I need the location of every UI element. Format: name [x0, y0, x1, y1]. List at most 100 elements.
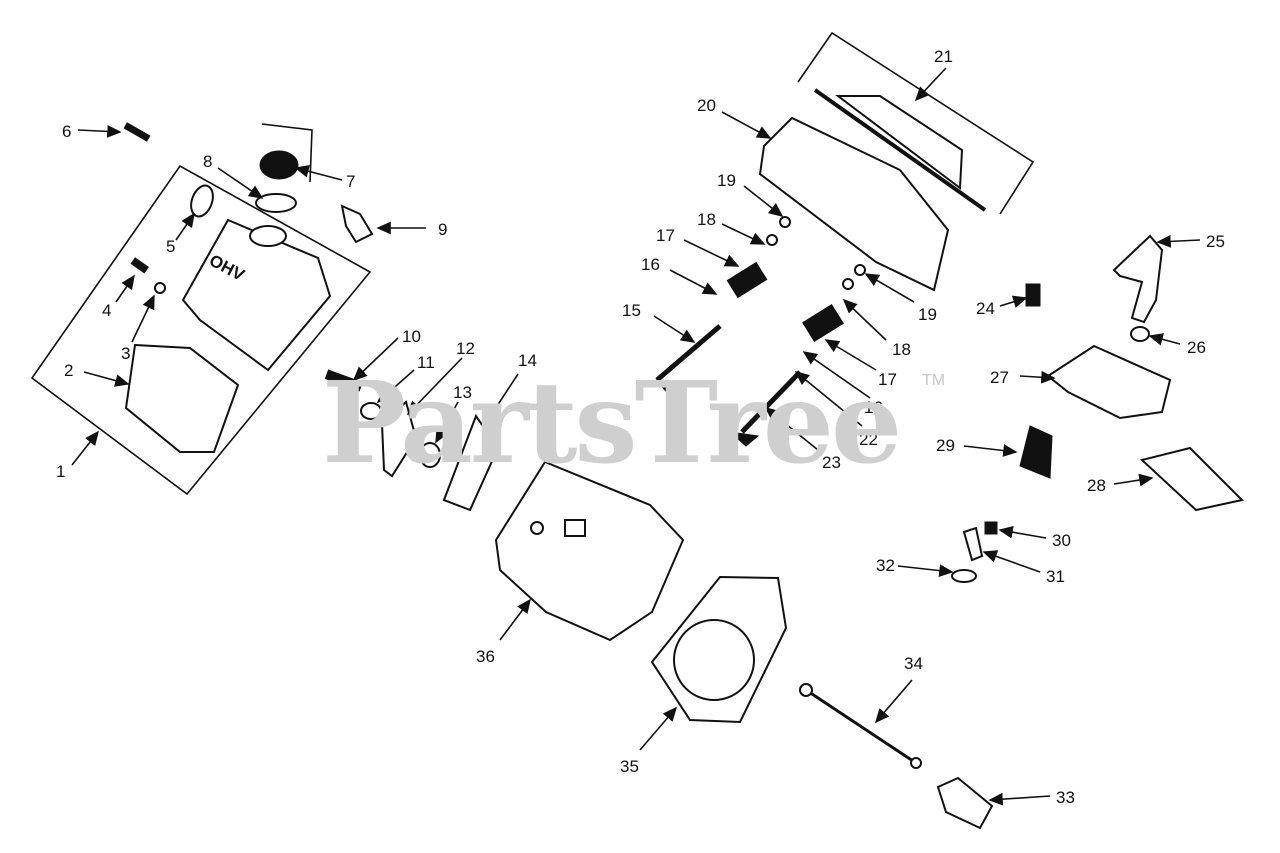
leader-18b [842, 298, 887, 341]
cover-filler-neck-part [249, 225, 287, 247]
intake-valve-head-part [655, 379, 686, 399]
leader-36 [499, 598, 531, 641]
breather-hose-part [1112, 234, 1164, 324]
cylinder-head-part [494, 460, 685, 642]
callout-20: 20 [697, 96, 716, 115]
breather-cover-part [1046, 344, 1172, 420]
leader-17a [683, 239, 740, 267]
callout-26: 26 [1187, 338, 1206, 357]
callout-11: 11 [417, 353, 435, 372]
callout-30: 30 [1052, 531, 1071, 550]
leader-16b [802, 351, 871, 399]
leader-16a [669, 269, 718, 295]
callout-34: 34 [904, 654, 923, 673]
callout-5: 5 [166, 237, 175, 256]
push-rod-end-part [799, 683, 813, 697]
leader-34 [874, 679, 913, 724]
push-rod-tip-part [910, 757, 922, 769]
top-screw-part [123, 122, 151, 142]
callout-25: 25 [1206, 232, 1225, 251]
callout-8: 8 [203, 152, 212, 171]
leader-8 [217, 167, 264, 199]
exhaust-valve-head-part [728, 431, 760, 447]
callout-18b: 18 [892, 340, 911, 359]
leader-28 [1113, 473, 1154, 487]
rocker-pivot-part [360, 402, 382, 420]
callout-17a: 17 [656, 226, 675, 245]
callout-13: 13 [453, 383, 472, 402]
tab-washer-part [951, 569, 977, 583]
callout-22: 22 [859, 430, 878, 449]
intake-valve-stem-part [655, 324, 722, 382]
breather-filter-part [1019, 425, 1053, 479]
callout-9: 9 [438, 220, 447, 239]
leader-33 [988, 792, 1051, 806]
leader-7 [294, 165, 343, 181]
leader-21 [914, 67, 947, 102]
rocker-bolt-part [324, 369, 363, 392]
leader-23 [764, 406, 819, 451]
callout-21: 21 [934, 47, 953, 66]
breather-fitting-part [1025, 283, 1041, 307]
head-port-part [564, 519, 586, 537]
callout-10: 10 [402, 327, 421, 346]
callout-32: 32 [876, 556, 895, 575]
callout-33: 33 [1056, 788, 1075, 807]
leader-2 [83, 371, 130, 387]
cover-screw-part [130, 257, 149, 274]
intake-retainer-part [766, 234, 778, 246]
leader-4 [115, 274, 135, 303]
callout-19a: 19 [717, 171, 736, 190]
leader-10 [352, 337, 399, 382]
head-cover-top-part [835, 95, 964, 190]
leader-24 [999, 295, 1028, 308]
rocker-washer-part [419, 442, 441, 468]
leader-27 [1019, 370, 1056, 384]
leader-3 [131, 294, 155, 343]
valve-cover-gasket-part [124, 343, 240, 453]
head-cover-frame [797, 31, 1035, 215]
callout-15: 15 [622, 301, 641, 320]
leader-17b [824, 339, 877, 371]
cap-seal-part [255, 193, 297, 213]
leader-14 [483, 373, 519, 428]
leader-11 [376, 369, 415, 404]
callout-16b: 16 [864, 398, 883, 417]
leader-35 [639, 706, 678, 751]
callout-4: 4 [102, 301, 111, 320]
callout-17b: 17 [878, 370, 897, 389]
rocker-arm-part [380, 400, 418, 478]
valve-lifter-part [936, 776, 994, 830]
callout-27: 27 [990, 368, 1009, 387]
callout-35: 35 [620, 757, 639, 776]
leader-19b [864, 273, 915, 303]
callout-12: 12 [456, 339, 475, 358]
leader-13 [435, 401, 459, 444]
leader-1 [71, 430, 99, 466]
rocker-plate-part [442, 413, 500, 512]
leader-29 [963, 444, 1018, 457]
callout-19b: 19 [918, 305, 937, 324]
o-ring-part [190, 184, 214, 218]
breather-clip-part [340, 204, 374, 244]
exhaust-keeper-part [854, 264, 866, 276]
callout-28: 28 [1087, 476, 1106, 495]
callout-3: 3 [121, 344, 130, 363]
head-cover-part [758, 116, 950, 292]
callout-16a: 16 [641, 255, 660, 274]
callout-14: 14 [518, 351, 537, 370]
valve-cover-kit-frame [30, 164, 372, 496]
callout-2: 2 [64, 361, 73, 380]
callout-36: 36 [476, 647, 495, 666]
intake-valve-spring-part [726, 261, 768, 299]
oil-fill-cap-part [259, 150, 299, 180]
push-rod-part [805, 688, 917, 765]
callout-18a: 18 [697, 210, 716, 229]
grommet-part [154, 282, 166, 294]
head-gasket-bore [673, 619, 755, 701]
exhaust-valve-spring-part [802, 303, 844, 343]
callout-7: 7 [346, 172, 355, 191]
leader-25 [1156, 234, 1201, 248]
